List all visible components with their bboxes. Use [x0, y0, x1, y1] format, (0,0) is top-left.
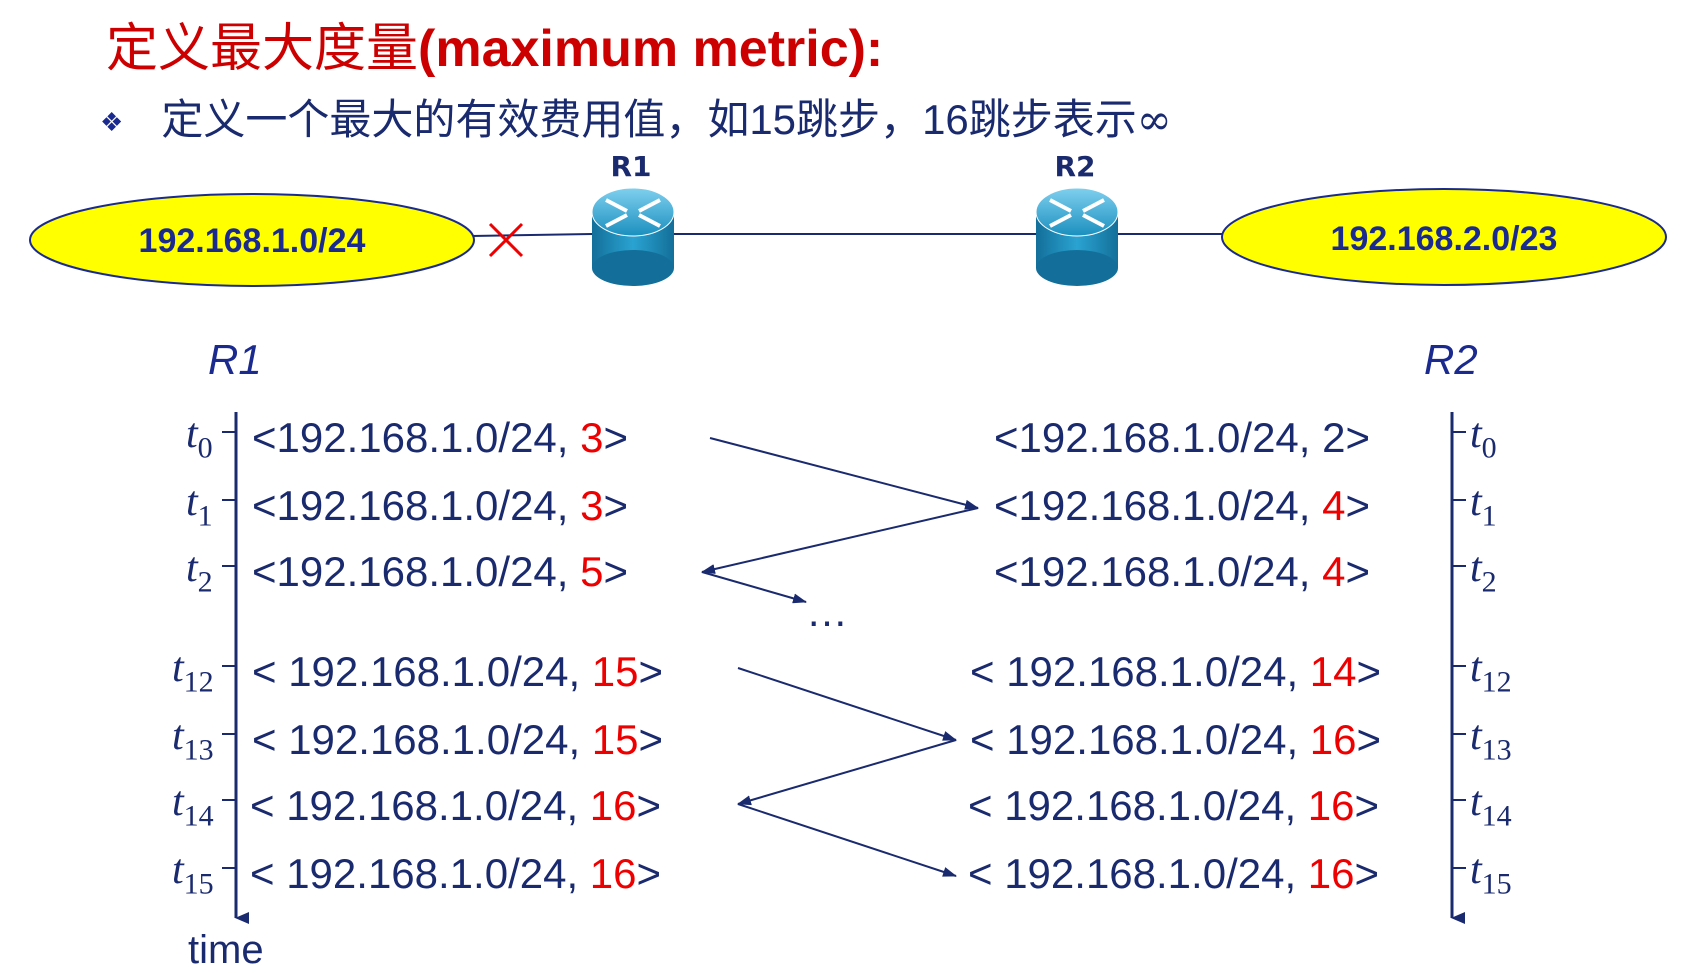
router-r2-icon — [1035, 187, 1119, 286]
title-zh: 定义最大度量 — [106, 19, 419, 79]
time-label-right: t13 — [1470, 713, 1512, 767]
time-label-right: t1 — [1470, 479, 1497, 533]
router-r1-icon — [591, 187, 675, 286]
link-broken-x-icon — [488, 222, 524, 258]
time-label-right: t12 — [1470, 645, 1512, 699]
time-label-right: t2 — [1470, 545, 1497, 599]
column-head-r1: R1 — [208, 336, 262, 383]
title-en: (maximum metric): — [418, 20, 884, 78]
network-left: 192.168.1.0/24 — [29, 193, 475, 287]
link-lan1-r1 — [471, 233, 593, 237]
r1-route-entry: < 192.168.1.0/24, 16> — [250, 850, 662, 897]
time-label-left: t0 — [186, 411, 213, 465]
arrow-r1-to-r2-t12 — [737, 667, 957, 741]
time-label-left: t12 — [172, 645, 214, 699]
network-right-label: 192.168.2.0/23 — [1331, 220, 1558, 258]
time-label-left: t14 — [172, 779, 214, 833]
r1-route-entry: < 192.168.1.0/24, 15> — [252, 648, 664, 695]
r2-route-entry: < 192.168.1.0/24, 16> — [968, 782, 1380, 829]
router-r2-label: R2 — [1054, 150, 1095, 183]
r2-route-entry: < 192.168.1.0/24, 16> — [968, 850, 1380, 897]
page-title: 定义最大度量(maximum metric): — [106, 6, 883, 81]
time-label-right: t15 — [1470, 847, 1512, 901]
bullet-n1: 15 — [749, 96, 797, 143]
ellipsis: … — [806, 588, 848, 635]
r1-route-entry: < 192.168.1.0/24, 15> — [252, 716, 664, 763]
arrow-r1-to-r2-t14 — [737, 803, 957, 877]
time-label-left: t15 — [172, 847, 214, 901]
bullet-text-a: 定义一个最大的有效费用值，如 — [161, 95, 750, 144]
time-label-right: t14 — [1470, 779, 1512, 833]
bullet-line: ❖ 定义一个最大的有效费用值，如15跳步，16跳步表示∞ — [100, 86, 1172, 147]
r2-route-entry: < 192.168.1.0/24, 14> — [970, 648, 1382, 695]
column-head-r2: R2 — [1424, 336, 1478, 383]
timeline-r2-ticks — [1452, 431, 1466, 869]
arrow-r1-to-r2-t0 — [709, 437, 979, 510]
network-right: 192.168.2.0/23 — [1221, 188, 1667, 286]
arrow-r2-to-r1-t1 — [701, 507, 979, 574]
arrow-r1-to-r2-t2 — [701, 571, 807, 604]
bullet-text-c: 跳步表示 — [968, 95, 1137, 144]
bullet-n2: 16 — [922, 96, 969, 143]
network-left-label: 192.168.1.0/24 — [139, 222, 366, 260]
r2-route-entry: <192.168.1.0/24, 4> — [994, 482, 1371, 529]
time-axis-label: time — [188, 928, 264, 972]
arrow-r2-to-r1-t13 — [737, 739, 957, 806]
r2-route-entry: < 192.168.1.0/24, 16> — [970, 716, 1382, 763]
time-label-right: t0 — [1470, 411, 1497, 465]
r1-route-entry: < 192.168.1.0/24, 16> — [250, 782, 662, 829]
r1-route-entry: <192.168.1.0/24, 3> — [252, 414, 629, 461]
time-label-left: t13 — [172, 713, 214, 767]
timeline-r1-ticks — [222, 431, 236, 869]
r1-route-entry: <192.168.1.0/24, 3> — [252, 482, 629, 529]
r1-route-entry: <192.168.1.0/24, 5> — [252, 548, 629, 595]
router-r1-label: R1 — [610, 150, 651, 183]
r2-route-entry: <192.168.1.0/24, 4> — [994, 548, 1371, 595]
bullet-icon: ❖ — [100, 108, 124, 138]
time-label-left: t2 — [186, 545, 213, 599]
r2-route-entry: <192.168.1.0/24, 2> — [994, 414, 1371, 461]
time-label-left: t1 — [186, 479, 213, 533]
bullet-text-b: 跳步， — [796, 95, 923, 144]
infinity-symbol: ∞ — [1136, 95, 1172, 144]
